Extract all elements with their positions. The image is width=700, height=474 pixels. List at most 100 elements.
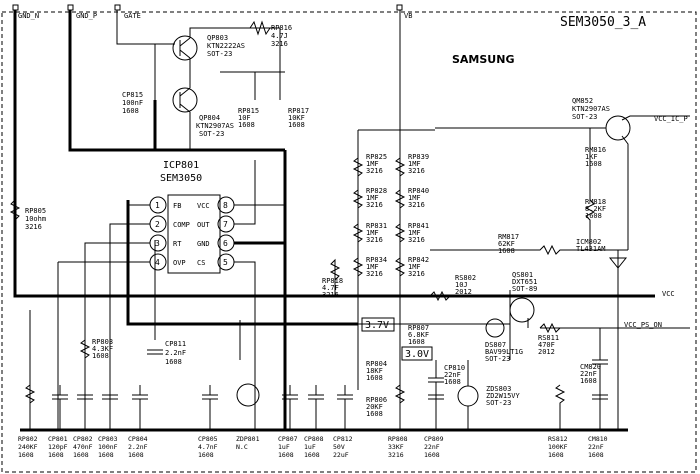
qm852-pkg: SOT-23: [572, 113, 597, 121]
rp834-pkg: 3216: [366, 270, 383, 278]
tag-3v0: 3.0V: [405, 349, 429, 360]
fb-wires: [29, 261, 129, 430]
rp831-ref: RP831: [366, 222, 387, 230]
tag-3v7: 3.7V: [365, 320, 389, 331]
gnd-p-rail: [68, 10, 157, 152]
hv-resistors: [352, 157, 406, 277]
zds803-pkg: SOT-23: [486, 399, 511, 407]
rp818-pkg: 3216: [322, 291, 339, 299]
rp804-pkg: 1608: [366, 374, 383, 382]
rp816-ref: RP816: [271, 24, 292, 32]
brand-label: SAMSUNG: [452, 53, 514, 66]
rp804-ref: RP804: [366, 360, 387, 368]
qm852-ref: QM852: [572, 97, 593, 105]
rs802-ref: RS802: [455, 274, 476, 282]
rp816-resistor: [249, 20, 271, 36]
ds807-val: BAV99LT1G: [485, 348, 523, 356]
rp803-resistor: [79, 339, 91, 359]
bottom-label: 4.7nF: [198, 443, 218, 451]
bottom-label: 470nF: [73, 443, 93, 451]
rp803-pkg: 1608: [92, 352, 109, 360]
rm816-val: 1KF: [585, 153, 598, 161]
cp811-ref: CP811: [165, 340, 186, 348]
bottom-label: ZDP801: [236, 435, 260, 443]
rp807-val: 6.8KF: [408, 331, 429, 339]
qp804-transistor: [172, 72, 198, 125]
rp828-val: 1MF: [366, 194, 379, 202]
port-square: [396, 4, 403, 11]
rm816-rm818: [584, 128, 628, 251]
rp806-pkg: 1608: [366, 410, 383, 418]
rp828-pkg: 3216: [366, 201, 383, 209]
rp817-pkg: 1608: [288, 121, 305, 129]
qs801-wires: [509, 290, 529, 360]
bottom-label: N.C: [236, 443, 248, 451]
bottom-label: 50V: [333, 443, 345, 451]
svg-text:COMP: COMP: [173, 221, 190, 229]
cm820-pkg: 1608: [580, 377, 597, 385]
rm817-val: 62KF: [498, 240, 515, 248]
port-vcc: VCC: [662, 290, 675, 298]
bottom-label: 1608: [128, 451, 144, 459]
cp815-pkg: 1608: [122, 107, 139, 115]
rp805-pkg: 3216: [25, 223, 42, 231]
bottom-label: CP805: [198, 435, 218, 443]
bottom-label: CP802: [73, 435, 93, 443]
rp816-val: 4.7J: [271, 32, 288, 40]
rp817-val: 10KF: [288, 114, 305, 122]
rp807-ref: RP807: [408, 324, 429, 332]
svg-text:5: 5: [223, 258, 228, 267]
rp840-ref: RP840: [408, 187, 429, 195]
rp825-val: 1MF: [366, 160, 379, 168]
ic-ref: ICP801: [163, 160, 199, 171]
tag-3v7-box: [361, 317, 395, 332]
rp841-val: 1MF: [408, 229, 421, 237]
rp840-pkg: 3216: [408, 201, 425, 209]
bottom-label: 1608: [73, 451, 89, 459]
qm852-transistor: [605, 115, 631, 141]
bottom-label: RP808: [388, 435, 408, 443]
qs801-val: DXT651: [512, 278, 537, 286]
bottom-label: 22nF: [588, 443, 604, 451]
bottom-label: 120pF: [48, 443, 68, 451]
rs811-pkg: 2012: [538, 348, 555, 356]
qs801-ref: QS801: [512, 271, 533, 279]
bottom-label: CP808: [304, 435, 324, 443]
qs801-transistor: [509, 297, 535, 323]
qp804-val: KTN2907AS: [196, 122, 234, 130]
port-vcc-ps-on: VCC_PS_ON: [624, 321, 662, 329]
rp818-resistor: [329, 258, 341, 296]
rp818-ref: RP818: [322, 277, 343, 285]
ic-gnd-wire: [234, 241, 287, 430]
rp815-val: 10F: [238, 114, 251, 122]
svg-text:3: 3: [155, 239, 160, 248]
rs811-val: 470F: [538, 341, 555, 349]
rm818-val: 8.2KF: [585, 205, 606, 213]
gate-wire: [116, 10, 175, 45]
bottom-label: 100nF: [98, 443, 118, 451]
qs801-pkg: SOT-89: [512, 285, 537, 293]
bottom-label: 1uF: [304, 443, 316, 451]
svg-text:VCC: VCC: [197, 202, 210, 210]
rp807-pkg: 1608: [408, 338, 425, 346]
rp825-pkg: 3216: [366, 167, 383, 175]
port-gnd-n: GND_N: [18, 12, 39, 20]
svg-text:OVP: OVP: [173, 259, 186, 267]
bottom-label: CP801: [48, 435, 68, 443]
ic-pin-5: 5CS: [197, 253, 235, 271]
bottom-label: CM810: [588, 435, 608, 443]
zds803-zener: [457, 385, 479, 407]
rs811-ref: RS811: [538, 334, 559, 342]
bottom-label: 100KF: [548, 443, 568, 451]
bottom-label: 3216: [388, 451, 404, 459]
rp825-ref: RP825: [366, 153, 387, 161]
